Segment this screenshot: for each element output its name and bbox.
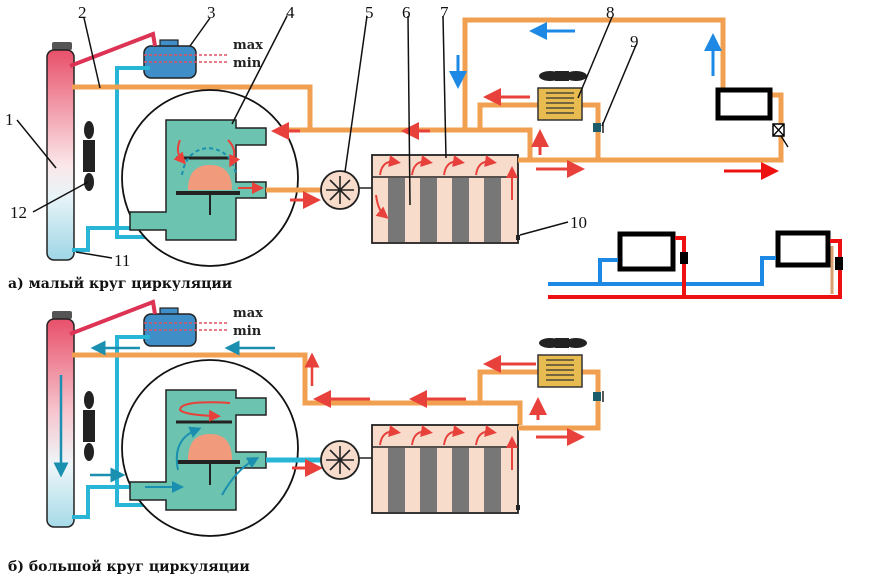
callout-12: 12: [10, 203, 27, 222]
fan-icon: [83, 121, 95, 191]
callout-1: 1: [5, 110, 14, 129]
level-max-label: max: [233, 38, 263, 53]
callout-3: 3: [207, 3, 216, 22]
level-min-label-b: min: [233, 324, 262, 339]
fan-icon-b: [83, 391, 95, 461]
callout-11: 11: [114, 251, 130, 270]
water-pump-b: [320, 440, 372, 480]
heater-tap-b: [593, 391, 604, 402]
thermostat-b: [121, 359, 299, 537]
panel-small-circuit: max min: [5, 3, 843, 299]
thermostat: [121, 89, 299, 267]
expansion-tank-b: [143, 307, 228, 347]
tank-cold-pipe: [115, 66, 150, 239]
level-max-label-b: max: [233, 306, 263, 321]
heater-core: [537, 71, 587, 121]
callout-2: 2: [78, 3, 87, 22]
radiator-b: [46, 311, 75, 528]
expansion-tank: [143, 39, 228, 79]
caption-large-circuit: б) большой круг циркуляции: [8, 558, 250, 575]
water-pump: [320, 170, 372, 210]
callout-5: 5: [365, 3, 374, 22]
heater-core-b: [537, 338, 587, 388]
radiator-sketch: [548, 230, 843, 299]
vapor-pipe: [69, 31, 157, 68]
callout-10: 10: [570, 213, 587, 232]
level-min-label: min: [233, 56, 262, 71]
callout-9: 9: [630, 32, 639, 51]
callout-7: 7: [440, 3, 449, 22]
radiator: [46, 42, 75, 261]
callout-leaders-a: [16, 15, 637, 259]
caption-small-circuit: а) малый круг циркуляции: [8, 275, 232, 292]
panel-large-circuit: max min: [8, 299, 604, 575]
extra-heater-loop: [449, 17, 789, 180]
callout-6: 6: [402, 3, 411, 22]
callout-8: 8: [606, 3, 615, 22]
radiator-outlet-pipe: [72, 226, 165, 252]
engine-block: [371, 154, 520, 244]
heater-tap: [593, 122, 604, 133]
engine-block-b: [371, 424, 520, 514]
callout-4: 4: [286, 3, 295, 22]
